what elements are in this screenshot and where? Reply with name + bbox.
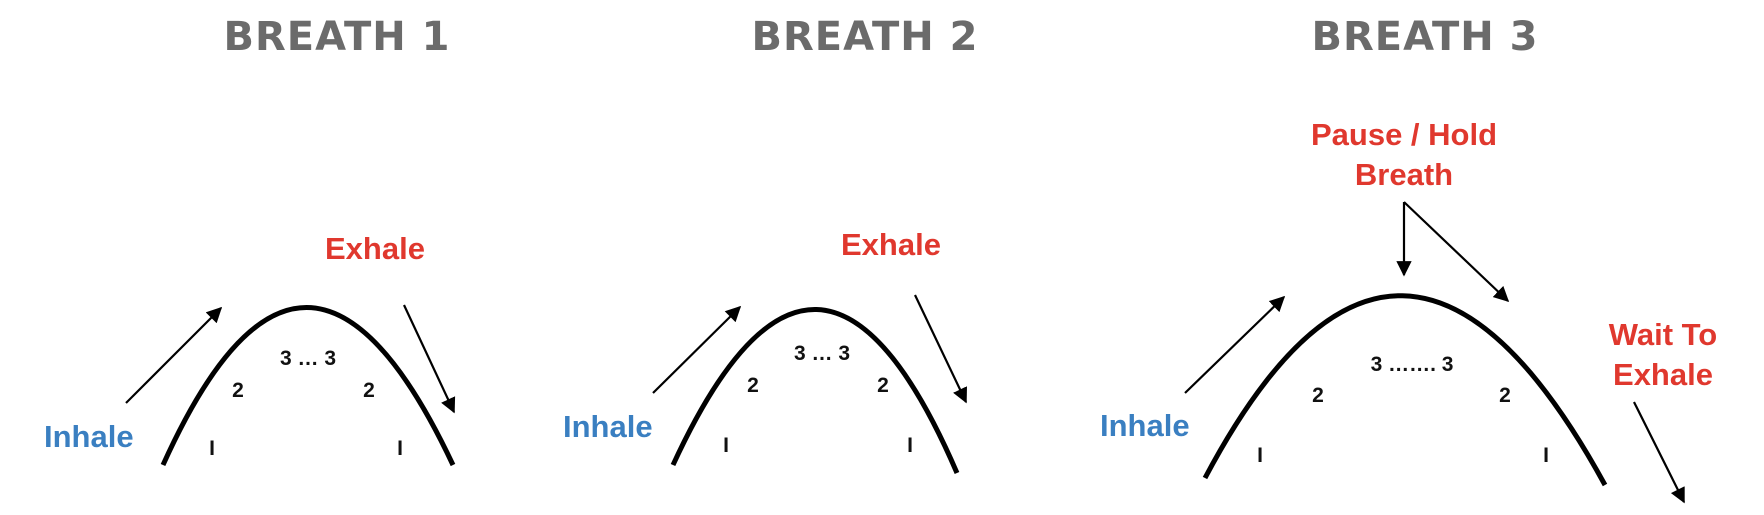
breath-2-count-low-left: I	[723, 434, 729, 457]
breath-1-exhale-arrow	[403, 304, 456, 414]
breath-1-title: BREATH 1	[224, 14, 451, 60]
breath-2-title: BREATH 2	[752, 14, 979, 60]
breath-1-count-low-left: I	[209, 437, 215, 460]
breath-2-count-low-right: I	[907, 434, 913, 457]
breath-1-inhale-label: Inhale	[44, 419, 134, 454]
breath-3-inhale-label: Inhale	[1100, 408, 1190, 443]
breath-1-count-mid-right: 2	[363, 379, 375, 402]
breath-2-count-mid-right: 2	[877, 374, 889, 397]
breath-1-count-top: 3 … 3	[280, 347, 336, 370]
breath-2-exhale-label: Exhale	[841, 227, 941, 262]
breath-3-pause-label-line1: Pause / Hold	[1311, 117, 1497, 152]
breath-3-panel: BREATH 3 Inhale Pause / Hold Breath Wait…	[1100, 14, 1717, 504]
breath-3-count-top: 3 ……. 3	[1371, 353, 1454, 376]
breath-3-pause-label-line2: Breath	[1355, 157, 1453, 192]
breath-1-exhale-label: Exhale	[325, 231, 425, 266]
breath-1-inhale-arrow	[125, 306, 223, 404]
breath-3-curve	[1202, 293, 1608, 487]
breath-3-wait-label-line1: Wait To	[1609, 317, 1717, 352]
breath-1-curve	[160, 305, 456, 467]
breath-3-inhale-arrow	[1184, 295, 1286, 394]
breath-3-count-mid-left: 2	[1312, 384, 1324, 407]
breath-1-panel: BREATH 1 Inhale Exhale I 2 3 … 3 2 I	[44, 14, 456, 467]
breath-2-inhale-label: Inhale	[563, 409, 653, 444]
breath-2-inhale-arrow	[652, 305, 742, 394]
breath-1-count-mid-left: 2	[232, 379, 244, 402]
breath-3-pause-arrow-diagonal	[1403, 201, 1510, 303]
breath-2-count-mid-left: 2	[747, 374, 759, 397]
breath-3-wait-label-line2: Exhale	[1613, 357, 1713, 392]
breath-3-count-low-left: I	[1257, 444, 1263, 467]
breath-2-panel: BREATH 2 Inhale Exhale I 2 3 … 3 2 I	[563, 14, 979, 474]
breath-3-count-low-right: I	[1543, 444, 1549, 467]
breath-2-curve	[670, 307, 960, 474]
breath-3-count-mid-right: 2	[1499, 384, 1511, 407]
breath-1-count-low-right: I	[397, 437, 403, 460]
breath-2-count-top: 3 … 3	[794, 342, 850, 365]
breath-3-title: BREATH 3	[1312, 14, 1539, 60]
breath-2-exhale-arrow	[914, 294, 967, 404]
breath-3-wait-arrow	[1633, 401, 1685, 504]
